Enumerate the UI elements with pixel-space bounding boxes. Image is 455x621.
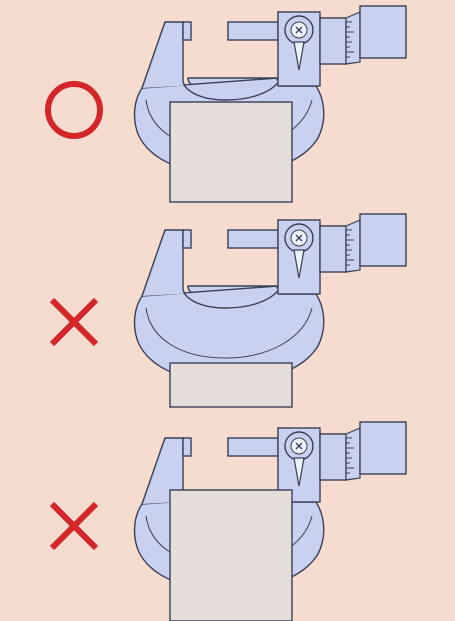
- workpiece-1: [169, 101, 293, 203]
- panel-wrong-2: [49, 421, 407, 621]
- circle-o-icon: [45, 81, 103, 139]
- panel-correct: [45, 5, 407, 203]
- workpiece-2: [169, 362, 293, 408]
- cross-x-icon: [49, 501, 99, 551]
- cross-x-icon: [49, 297, 99, 347]
- panel-wrong-1: [49, 213, 407, 408]
- workpiece-3: [169, 489, 293, 621]
- micrometer-2: [133, 213, 407, 384]
